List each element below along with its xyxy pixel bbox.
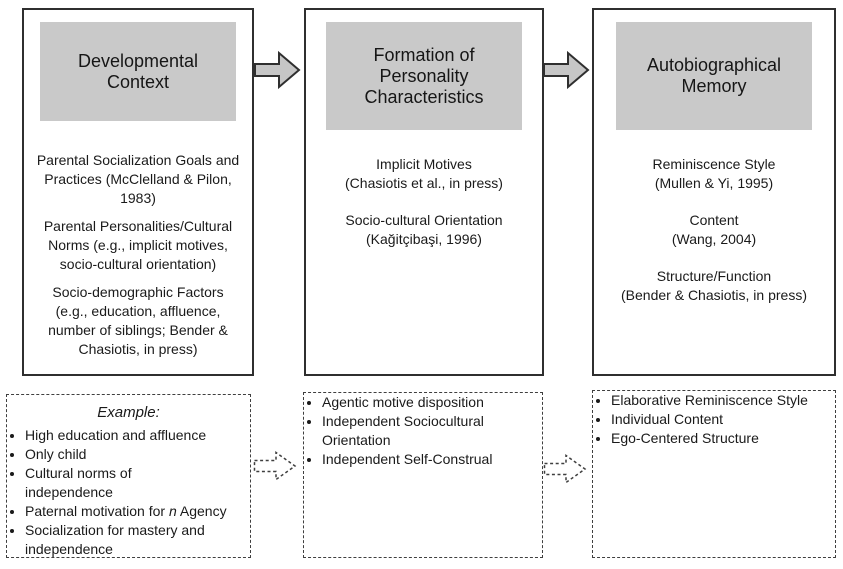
column-paragraph: Socio-cultural Orientation (Kağitçibaşi,… <box>345 212 503 247</box>
box-autobiographical-memory: Autobiographical Memory Reminiscence Sty… <box>592 8 836 376</box>
list-item-text: Paternal motivation for <box>25 503 169 519</box>
list-item: Independent Self-Construal <box>322 450 540 469</box>
list-item: High education and affluence <box>25 426 248 445</box>
list-item: Cultural norms of independence <box>25 464 248 502</box>
list-item: Only child <box>25 445 248 464</box>
box-formation-personality: Formation of Personality Characteristics… <box>304 8 544 376</box>
column-paragraph: Parental Socialization Goals and Practic… <box>36 152 240 206</box>
autobiographical-memory-title-panel: Autobiographical Memory <box>616 22 812 130</box>
example-box-developmental: Example: High education and affluence On… <box>6 394 251 558</box>
dashed-arrow-icon <box>253 451 297 481</box>
example-box-memory: Elaborative Reminiscence Style Individua… <box>592 390 836 558</box>
column-paragraph: Content (Wang, 2004) <box>671 212 757 247</box>
example-list: High education and affluence Only child … <box>7 426 250 559</box>
list-item: Elaborative Reminiscence Style <box>611 391 833 410</box>
column-paragraph: Reminiscence Style (Mullen & Yi, 1995) <box>652 156 776 191</box>
example-heading: Example: <box>97 404 160 421</box>
column-paragraph: Parental Personalities/Cultural Norms (e… <box>43 218 233 272</box>
list-item: Individual Content <box>611 410 833 429</box>
list-item: Paternal motivation for n Agency <box>25 502 248 521</box>
column-paragraph: Socio-demographic Factors (e.g., educati… <box>48 284 228 357</box>
column-title: Developmental Context <box>77 50 199 92</box>
list-item: Agentic motive disposition <box>322 393 540 412</box>
example-list: Agentic motive disposition Independent S… <box>304 393 542 469</box>
dashed-arrow-icon <box>543 454 587 484</box>
flow-arrow-icon <box>254 50 301 90</box>
example-box-personality: Agentic motive disposition Independent S… <box>303 392 543 558</box>
example-list: Elaborative Reminiscence Style Individua… <box>593 391 835 448</box>
autobiographical-memory-body: Reminiscence Style (Mullen & Yi, 1995) C… <box>594 155 834 305</box>
column-paragraph: Structure/Function (Bender & Chasiotis, … <box>621 268 807 303</box>
list-item: Socialization for mastery and independen… <box>25 521 248 559</box>
developmental-context-title-panel: Developmental Context <box>40 22 236 121</box>
italic-variable-n: n <box>168 503 177 519</box>
developmental-context-body: Parental Socialization Goals and Practic… <box>24 151 252 359</box>
formation-personality-title-panel: Formation of Personality Characteristics <box>326 22 522 130</box>
list-item: Independent Sociocultural Orientation <box>322 412 540 450</box>
column-title: Autobiographical Memory <box>646 55 782 96</box>
flow-arrow-icon <box>543 50 590 90</box>
list-item: Ego-Centered Structure <box>611 429 833 448</box>
column-title: Formation of Personality Characteristics <box>364 44 484 107</box>
list-item-text: Agency <box>176 503 227 519</box>
box-developmental-context: Developmental Context Parental Socializa… <box>22 8 254 376</box>
column-paragraph: Implicit Motives (Chasiotis et al., in p… <box>345 156 503 191</box>
formation-personality-body: Implicit Motives (Chasiotis et al., in p… <box>306 155 542 249</box>
